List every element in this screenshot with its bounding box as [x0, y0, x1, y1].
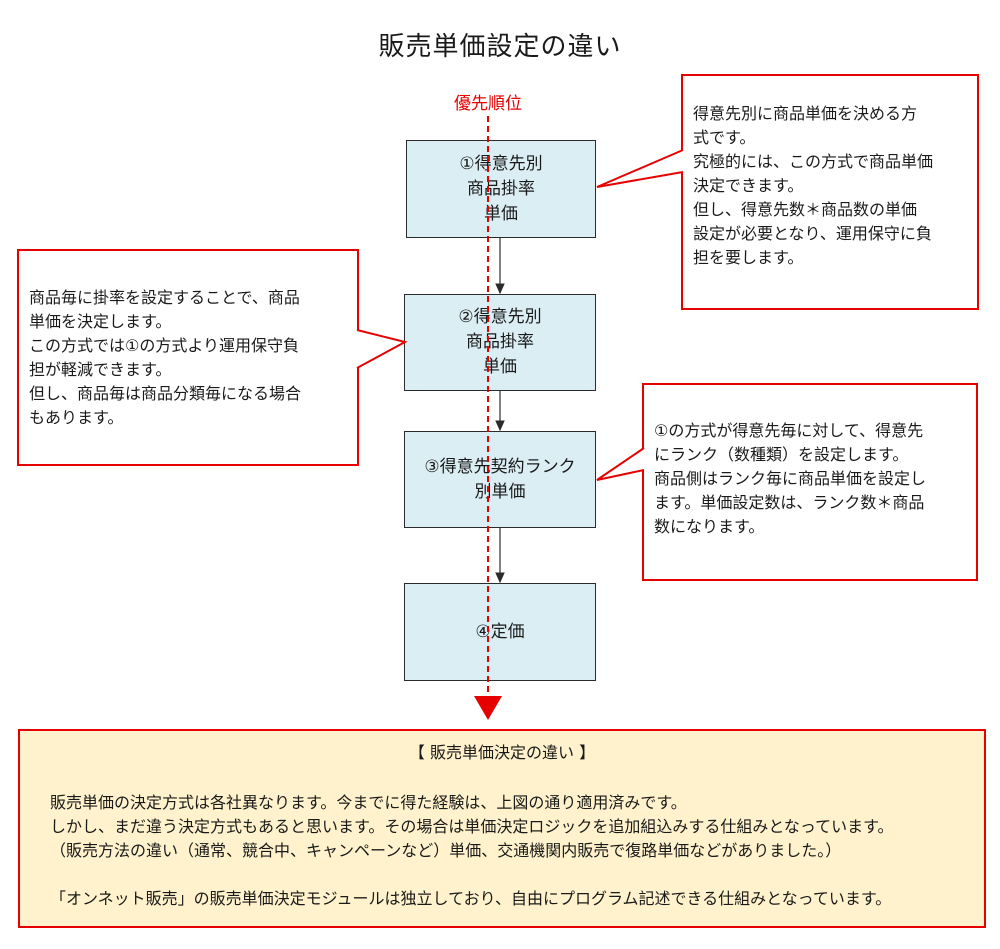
callout-method-3: ①の方式が得意先毎に対して、得意先 にランク（数種類）を設定します。 商品側はラ… — [642, 383, 978, 581]
callout-method-1: 得意先別に商品単価を決める方 式です。 究極的には、この方式で商品単価 決定でき… — [681, 74, 979, 310]
summary-line-2: しかし、まだ違う決定方式もあると思います。その場合は単価決定ロジックを追加組込み… — [50, 817, 894, 836]
summary-line-4: 「オンネット販売」の販売単価決定モジュールは独立しており、自由にプログラム記述で… — [50, 889, 892, 908]
flow-box-2: ②得意先別 商品掛率 単価 — [404, 294, 596, 391]
summary-line-1: 販売単価の決定方式は各社異なります。今までに得た経験は、上図の通り適用済みです。 — [50, 793, 687, 812]
flow-box-3: ③得意先契約ランク 別単価 — [404, 431, 596, 528]
flow-box-3-label: ③得意先契約ランク 別単価 — [424, 456, 576, 502]
summary-panel: 【 販売単価決定の違い 】 販売単価の決定方式は各社異なります。今までに得た経験… — [18, 729, 986, 928]
flow-box-4: ④定価 — [404, 583, 596, 681]
summary-title: 【 販売単価決定の違い 】 — [408, 743, 596, 762]
priority-label: 優先順位 — [454, 94, 522, 114]
summary-line-3: （販売方法の違い（通常、競合中、キャンペーンなど）単価、交通機関内販売で復路単価… — [50, 841, 842, 860]
flow-box-2-label: ②得意先別 商品掛率 単価 — [458, 307, 542, 377]
page-title: 販売単価設定の違い — [378, 32, 622, 62]
flow-box-1: ①得意先別 商品掛率 単価 — [406, 140, 596, 238]
flow-box-4-label: ④定価 — [475, 621, 525, 642]
flow-box-1-label: ①得意先別 商品掛率 単価 — [459, 153, 543, 224]
callout-method-2: 商品毎に掛率を設定することで、商品 単価を決定します。 この方式では①の方式より… — [17, 249, 359, 466]
